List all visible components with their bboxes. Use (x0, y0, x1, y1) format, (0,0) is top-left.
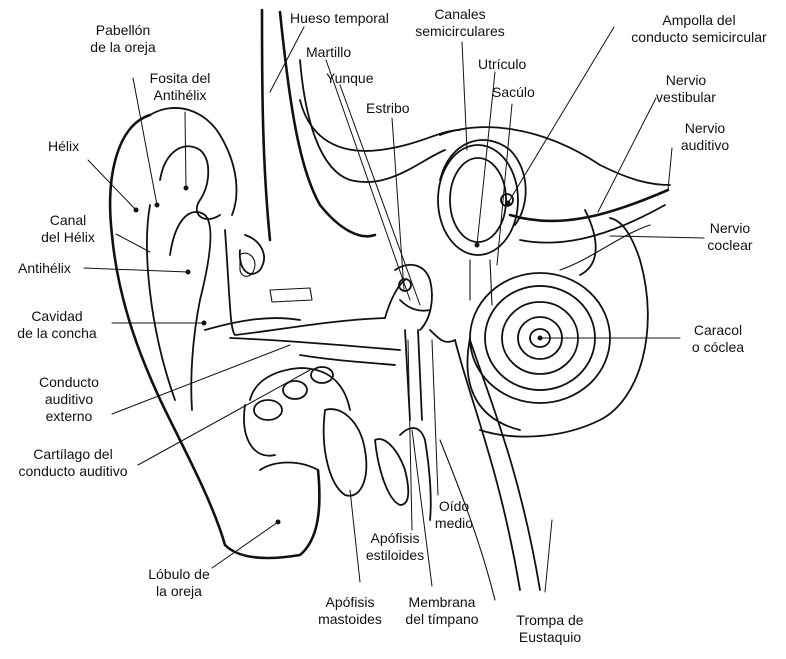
eustachian-tube (440, 218, 648, 600)
label-estribo: Estribo (366, 100, 410, 117)
label-conducto-auditivo-externo: Conducto auditivo externo (24, 374, 114, 425)
label-nervio-coclear: Nervio coclear (692, 220, 768, 254)
label-pabellon: Pabellón de la oreja (68, 22, 178, 56)
label-apofisis-estiloides: Apófisis estiloides (350, 530, 440, 564)
label-trompa-eustaquio: Trompa de Eustaquio (500, 612, 600, 646)
label-hueso-temporal: Hueso temporal (290, 10, 389, 27)
label-nervio-auditivo: Nervio auditivo (660, 120, 750, 154)
temporal-bone (225, 10, 460, 350)
label-nervio-vestibular: Nervio vestibular (638, 72, 734, 106)
label-oido-medio: Oído medio (424, 498, 484, 532)
label-yunque: Yunque (326, 70, 374, 87)
label-antihelix: Antihélix (18, 260, 71, 277)
leader-dots (134, 186, 543, 525)
label-ampolla: Ampolla del conducto semicircular (614, 12, 784, 46)
label-cartilago-conducto: Cartílago del conducto auditivo (0, 446, 146, 480)
semicircular-canals (438, 127, 670, 305)
label-lobulo: Lóbulo de la oreja (134, 566, 224, 600)
label-canal-helix: Canal del Hélix (28, 212, 108, 246)
label-cavidad-concha: Cavidad de la concha (4, 308, 110, 342)
label-caracol: Caracol o cóclea (676, 322, 760, 356)
label-utriculo: Utrículo (478, 56, 526, 73)
label-martillo: Martillo (306, 44, 351, 61)
label-canales-semicirculares: Canales semicirculares (402, 6, 518, 40)
label-apofisis-mastoides: Apófisis mastoides (302, 594, 398, 628)
canal-lower-structures (244, 355, 431, 520)
label-fosita-antihelix: Fosita del Antihélix (130, 70, 230, 104)
label-saculo: Sacúlo (492, 84, 535, 101)
label-membrana-timpano: Membrana del tímpano (392, 594, 492, 628)
label-helix: Hélix (48, 138, 79, 155)
auricle-outline (110, 108, 319, 558)
nerves (510, 190, 668, 275)
cochlea (467, 273, 610, 430)
